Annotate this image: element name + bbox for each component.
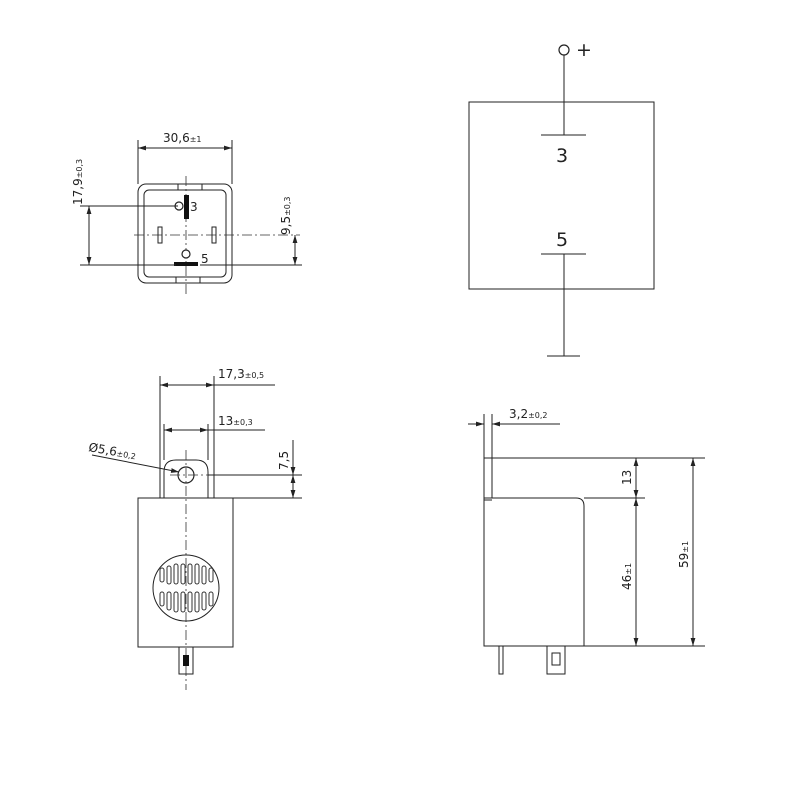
pin-5-marker xyxy=(181,249,191,259)
side-total-height-tolerance: ±1 xyxy=(681,541,690,553)
front-terminal xyxy=(178,646,194,675)
hole-height-value: 7,5 xyxy=(277,451,291,470)
schematic-pin-5-label: 5 xyxy=(556,229,568,251)
plus-terminal xyxy=(558,44,570,56)
side-mounting-tab xyxy=(483,457,493,499)
schematic-pin-3-label: 3 xyxy=(556,145,568,167)
top-offset-value: 9,5 xyxy=(279,216,293,235)
svg-text:17,9±0,3: 17,9±0,3 xyxy=(71,159,85,205)
front-tab-width-tolerance: ±0,3 xyxy=(233,418,252,427)
top-width-tolerance: ±1 xyxy=(190,135,202,144)
pin-5-blade xyxy=(174,262,198,266)
front-tab-width-value: 13 xyxy=(218,414,233,428)
pin-3-blade xyxy=(184,195,189,219)
front-width-value: 17,3 xyxy=(218,367,245,381)
grille-slots xyxy=(159,563,214,613)
top-view-pin-5-label: 5 xyxy=(201,252,209,266)
front-view: 17,3±0,5 13±0,3 Ø5,6±0,2 7,5 xyxy=(87,367,302,690)
top-view-latch xyxy=(177,183,203,191)
svg-text:59±1: 59±1 xyxy=(677,541,691,568)
svg-text:30,6±1: 30,6±1 xyxy=(163,131,202,145)
svg-text:17,3±0,5: 17,3±0,5 xyxy=(218,367,264,381)
hole-diameter-value: Ø5,6 xyxy=(87,440,118,459)
side-view: 3,2±0,2 13 46±1 59±1 xyxy=(468,407,705,675)
side-terminal-thin xyxy=(498,645,504,675)
top-offset-tolerance: ±0,3 xyxy=(283,196,292,215)
schematic: + 3 5 xyxy=(468,39,655,357)
side-body xyxy=(483,497,585,647)
side-terminal-flat xyxy=(546,645,566,675)
svg-text:46±1: 46±1 xyxy=(620,563,634,590)
schematic-box xyxy=(468,101,655,290)
top-view-bottom-key xyxy=(175,276,201,284)
side-tab-height-value: 13 xyxy=(620,470,634,485)
top-width-value: 30,6 xyxy=(163,131,190,145)
speaker-grille xyxy=(152,554,220,622)
plus-sign: + xyxy=(576,39,592,61)
top-view-pin-3-label: 3 xyxy=(190,200,198,214)
side-total-height-value: 59 xyxy=(677,553,691,568)
hole-diameter-tolerance: ±0,2 xyxy=(116,449,137,461)
side-body-height-tolerance: ±1 xyxy=(624,563,633,575)
top-height-tolerance: ±0,3 xyxy=(75,159,84,178)
side-thickness-tolerance: ±0,2 xyxy=(528,411,547,420)
pin-slot-left xyxy=(157,226,163,244)
side-thickness-value: 3,2 xyxy=(509,407,528,421)
front-width-tolerance: ±0,5 xyxy=(245,371,264,380)
top-view: 3 5 30,6±1 17,9±0,3 9,5±0,3 xyxy=(71,131,302,294)
svg-text:9,5±0,3: 9,5±0,3 xyxy=(279,196,293,235)
svg-text:3,2±0,2: 3,2±0,2 xyxy=(509,407,548,421)
svg-text:Ø5,6±0,2: Ø5,6±0,2 xyxy=(87,440,137,462)
top-height-value: 17,9 xyxy=(71,178,85,205)
svg-text:13±0,3: 13±0,3 xyxy=(218,414,253,428)
side-body-height-value: 46 xyxy=(620,575,634,590)
pin-slot-right xyxy=(211,226,217,244)
